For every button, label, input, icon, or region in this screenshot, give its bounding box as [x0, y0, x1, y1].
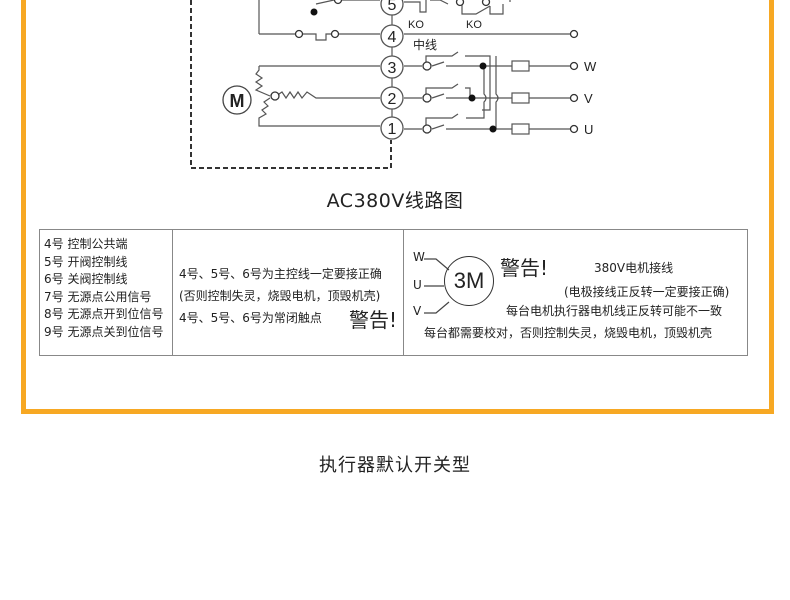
legend-table: 4号 控制公共端 5号 开阀控制线 6号 关阀控制线 7号 无源点公用信号 8号… [39, 229, 748, 356]
svg-text:M: M [230, 91, 245, 111]
phase-w-label: W [584, 59, 597, 74]
pin-description: 4号 控制公共端 [44, 237, 128, 251]
ko-label-left: KO [408, 19, 424, 31]
motor-note-cell: W U V 3M 警告! 380V电机接线 (电极接线正反转一定要接正确) 每台… [404, 230, 747, 355]
svg-text:1: 1 [388, 121, 397, 138]
control-warning: 警告! [349, 308, 398, 332]
pin-description: 7号 无源点公用信号 [44, 289, 152, 304]
motor-3m-icon: 3M [444, 256, 494, 306]
motor-note-heading: 380V电机接线 [594, 261, 674, 275]
phase-leads-icon [424, 258, 450, 314]
svg-text:2: 2 [388, 91, 397, 108]
pin-description: 9号 无源点关到位信号 [44, 324, 164, 339]
pin-description: 6号 关阀控制线 [44, 272, 128, 286]
control-note-cell: 4号、5号、6号为主控线一定要接正确 (否则控制失灵，烧毁电机，顶毁机壳) 4号… [173, 230, 404, 355]
motor-note-line: (电极接线正反转一定要接正确) [564, 285, 730, 299]
motor-note-line: 每台电机执行器电机线正反转可能不一致 [506, 304, 723, 318]
control-note-line: 4号、5号、6号为主控线一定要接正确 [179, 267, 382, 281]
caption: 执行器默认开关型 [319, 455, 471, 476]
ko-label-right: KO [466, 19, 482, 31]
dashed-enclosure [190, 0, 392, 169]
terminal-1: 1 [380, 116, 404, 140]
diagram-title: AC380V线路图 [326, 190, 464, 212]
svg-text:3: 3 [388, 60, 397, 77]
phase-w-label: W [413, 250, 425, 264]
terminal-4: 4 [380, 24, 404, 48]
motor-warning: 警告! [500, 256, 549, 280]
phase-v-label: V [584, 91, 593, 106]
motor-note-line: 每台都需要校对，否则控制失灵，烧毁电机，顶毁机壳 [424, 326, 713, 340]
terminal-2: 2 [380, 86, 404, 110]
pin-description: 5号 开阀控制线 [44, 254, 128, 269]
pin-description: 8号 无源点开到位信号 [44, 307, 164, 321]
control-note-line: (否则控制失灵，烧毁电机，顶毁机壳) [179, 289, 381, 303]
neutral-label: 中线 [413, 37, 437, 52]
svg-text:5: 5 [388, 0, 397, 14]
motor-icon: M [222, 85, 252, 115]
phase-u-label: U [413, 278, 422, 292]
svg-text:4: 4 [388, 29, 397, 46]
orange-frame [21, 0, 774, 414]
ac380v-wiring-diagram: 5 4 3 2 1 M KO KO 中线 W V U [190, 0, 597, 169]
terminal-3: 3 [380, 55, 404, 79]
control-note-line: 4号、5号、6号为常闭触点 [179, 311, 322, 325]
terminal-5: 5 [380, 0, 404, 16]
pin-description-cell: 4号 控制公共端 5号 开阀控制线 6号 关阀控制线 7号 无源点公用信号 8号… [40, 230, 173, 355]
phase-u-label: U [584, 122, 593, 137]
phase-v-label: V [413, 304, 422, 318]
